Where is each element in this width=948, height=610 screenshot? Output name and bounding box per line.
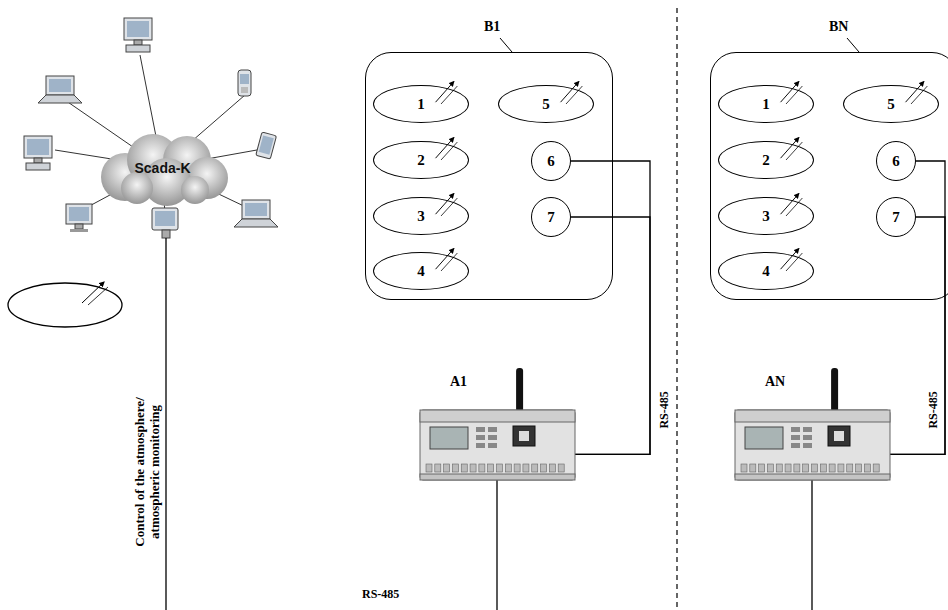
box-heading: B1 bbox=[484, 19, 500, 35]
object-box: 1234567B1 bbox=[365, 52, 613, 300]
callout-number: 1 bbox=[417, 96, 425, 113]
controller-device bbox=[735, 400, 890, 480]
laptop-icon bbox=[38, 76, 82, 103]
bus-label: RS-485 bbox=[360, 588, 401, 602]
sensor-ellipse: 1 bbox=[373, 85, 469, 123]
rs485-wire bbox=[571, 161, 650, 454]
desktop-icon bbox=[124, 18, 152, 52]
object-box: 1234567BN bbox=[710, 52, 948, 300]
callout-number: 6 bbox=[892, 153, 900, 170]
antenna-symbol bbox=[82, 282, 104, 303]
callout-number: 4 bbox=[417, 263, 425, 280]
callout-number: 5 bbox=[887, 96, 895, 113]
separator-line bbox=[676, 8, 677, 610]
callout-number: 2 bbox=[417, 152, 425, 169]
sensor-ellipse: 1 bbox=[718, 85, 814, 123]
callout-number: 4 bbox=[762, 263, 770, 280]
bus-wire bbox=[165, 238, 166, 610]
sensor-ellipse: 5 bbox=[843, 85, 939, 123]
sensor-ellipse: 2 bbox=[373, 141, 469, 179]
sensor-ellipse: 3 bbox=[718, 197, 814, 235]
phone-icon bbox=[238, 70, 251, 96]
cloud-label: Scada-K bbox=[134, 160, 190, 176]
callout-number: 7 bbox=[547, 209, 555, 226]
device-circle: 6 bbox=[876, 141, 916, 181]
desktop-icon bbox=[24, 136, 52, 170]
bus-label: RS-485 bbox=[926, 389, 940, 430]
callout-number: 3 bbox=[762, 208, 770, 225]
sensor-ellipse: 3 bbox=[373, 197, 469, 235]
bus-wire bbox=[811, 480, 812, 610]
sensor-ellipse: 2 bbox=[718, 141, 814, 179]
antenna-symbol bbox=[88, 287, 108, 305]
controller-device bbox=[420, 400, 575, 480]
callout-number: 7 bbox=[892, 209, 900, 226]
device-circle: 7 bbox=[876, 197, 916, 237]
laptop-icon bbox=[234, 200, 278, 227]
tablet-icon bbox=[256, 132, 277, 159]
leader-line bbox=[847, 38, 859, 52]
rs485-wire bbox=[571, 217, 650, 454]
controller-device: AN bbox=[735, 400, 890, 480]
sensor-ellipse: 5 bbox=[498, 85, 594, 123]
system-caption: Control of the atmosphere/ atmospheric m… bbox=[133, 370, 163, 574]
device-label: AN bbox=[765, 374, 785, 390]
device-circle: 7 bbox=[531, 197, 571, 237]
box-heading: BN bbox=[829, 19, 848, 35]
sensor-ellipse bbox=[8, 283, 122, 327]
callout-number: 6 bbox=[547, 153, 555, 170]
device-circle: 6 bbox=[531, 141, 571, 181]
callout-number: 5 bbox=[542, 96, 550, 113]
monitor-icon bbox=[152, 208, 178, 238]
controller-device: A1 bbox=[420, 400, 575, 480]
rs485-wire bbox=[890, 217, 945, 454]
monitor-icon bbox=[66, 204, 92, 232]
sensor-ellipse: 4 bbox=[718, 252, 814, 290]
callout-number: 2 bbox=[762, 152, 770, 169]
device-label: A1 bbox=[450, 374, 467, 390]
callout-number: 3 bbox=[417, 208, 425, 225]
bus-label: RS-485 bbox=[657, 389, 671, 430]
cloud-shape: Scada-K bbox=[95, 130, 230, 205]
network-link bbox=[55, 55, 268, 215]
sensor-ellipse: 4 bbox=[373, 252, 469, 290]
callout-number: 1 bbox=[762, 96, 770, 113]
bus-wire bbox=[496, 480, 497, 610]
leader-line bbox=[500, 38, 512, 52]
